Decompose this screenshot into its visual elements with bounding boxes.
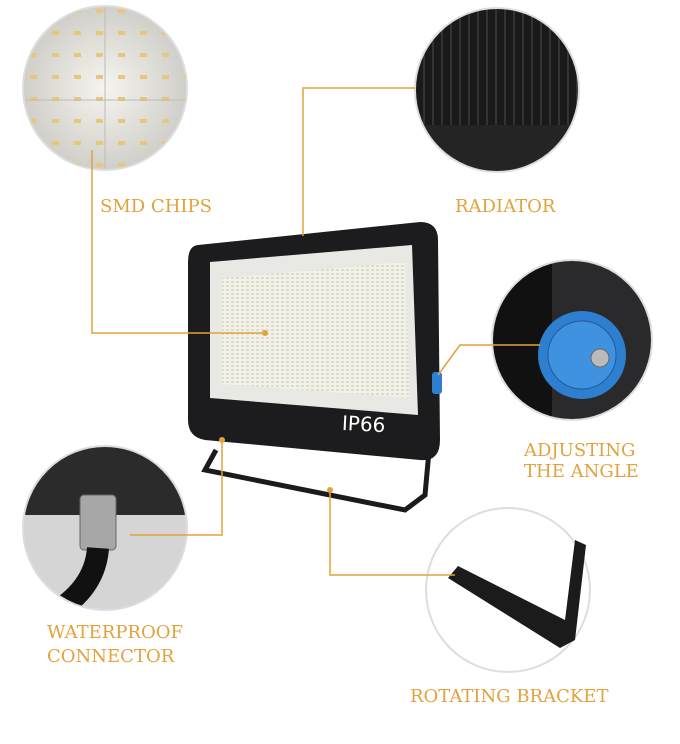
leader-lines [91,87,540,576]
label-waterproof-line2: CONNECTOR [47,646,175,667]
smd-chips-closeup [23,6,187,170]
ip66-badge: IP66 [341,410,387,438]
mounting-bracket [201,439,433,513]
label-adjusting-line2: THE ANGLE [524,461,639,482]
rotating-bracket-closeup [425,507,591,673]
adjuster-knob [432,372,442,394]
label-adjusting-line1: ADJUSTING [524,440,636,461]
label-waterproof-line1: WATERPROOF [47,622,183,643]
angle-adjuster-closeup [492,260,652,420]
label-rotating-bracket: ROTATING BRACKET [410,686,609,707]
floodlight-body [188,222,442,513]
label-smd-chips: SMD CHIPS [100,196,212,217]
radiator-closeup [415,8,579,172]
label-radiator: RADIATOR [455,196,556,217]
